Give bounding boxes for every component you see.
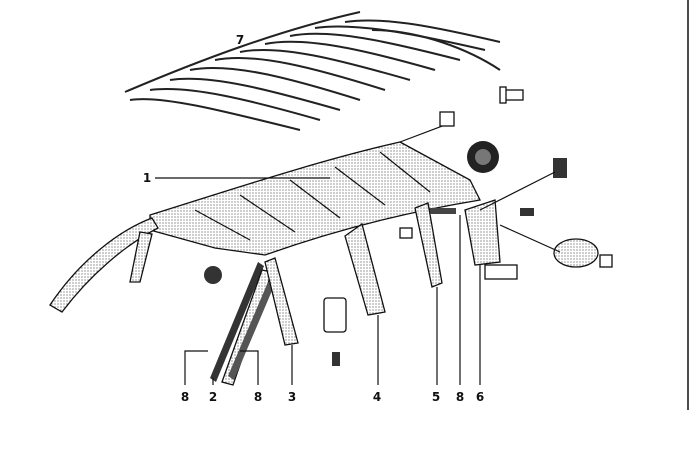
callout-7: 7 [236,33,244,47]
seal-strip-left-a [210,262,264,382]
rear-panel-back [464,199,501,266]
callout-1: 1 [143,171,151,185]
callout-4: 4 [373,390,381,404]
strip-2 [221,269,273,386]
pillar-front [129,231,153,283]
callout-8-left-a: 8 [181,390,189,404]
side-rail [49,217,159,313]
lock-bracket [323,297,347,333]
roof-cover [149,124,481,256]
clip-fastener [439,111,455,127]
callout-2: 2 [209,390,217,404]
callout-5: 5 [432,390,440,404]
grommet [204,266,222,284]
small-clip [399,227,413,239]
round-cap [467,141,499,173]
callout-8-right: 8 [456,390,464,404]
round-plate [553,238,599,268]
knob [599,254,613,268]
leader-lines [155,177,481,385]
bolt [520,208,534,216]
seal-strip-right [430,208,456,214]
roof-bows [124,11,501,131]
rear-panel-right [414,202,443,288]
callout-3: 3 [288,390,296,404]
rear-panel-left [264,257,299,346]
base-bracket [484,264,518,280]
stud-fastener [499,86,524,104]
latch [553,158,567,178]
callout-6: 6 [476,390,484,404]
callout-8-left-b: 8 [254,390,262,404]
side-panel [344,222,386,316]
screw [332,352,340,366]
seal-strip-left-b [228,282,274,380]
